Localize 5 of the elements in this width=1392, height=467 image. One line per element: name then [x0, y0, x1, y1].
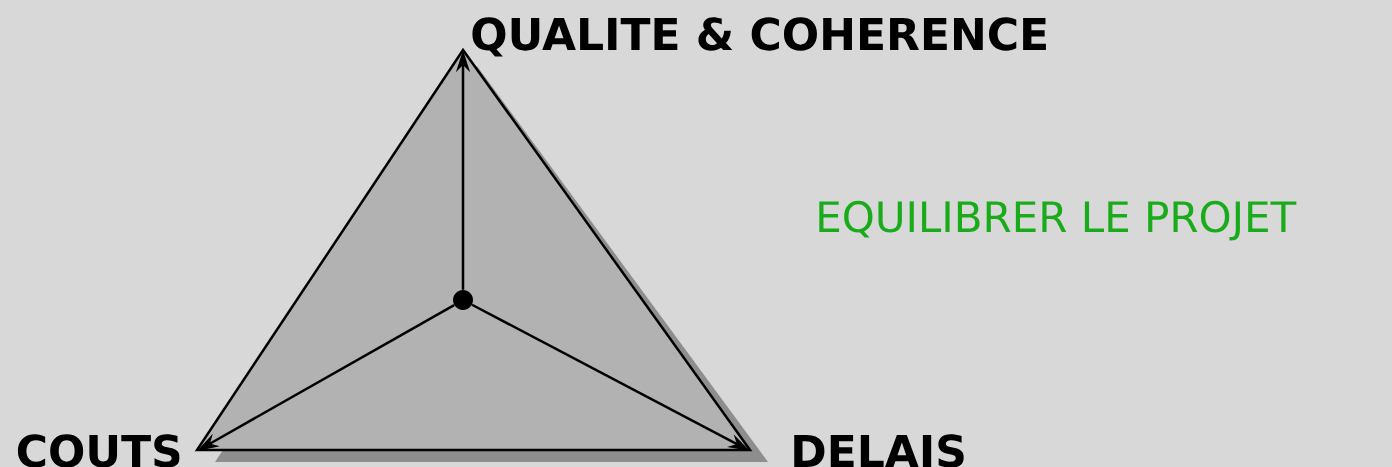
slogan-text: EQUILIBRER LE PROJET	[819, 200, 1297, 241]
vertex-label: COUTS	[17, 434, 180, 467]
center-dot	[453, 290, 473, 310]
vertex-label: DELAIS	[794, 434, 964, 467]
vertex-label: QUALITE & COHERENCE	[472, 17, 1046, 57]
